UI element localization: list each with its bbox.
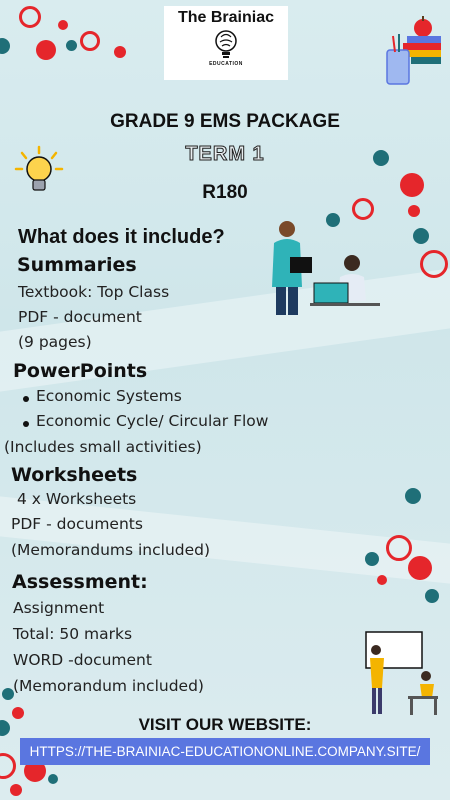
- worksheets-line: 4 x Worksheets: [17, 490, 137, 508]
- decor-dot: [326, 213, 340, 227]
- powerpoints-bullet: Economic Cycle/ Circular Flow: [36, 412, 269, 430]
- bullet-dot: [23, 396, 29, 402]
- visit-website-heading: VISIT OUR WEBSITE:: [138, 715, 312, 734]
- brain-bulb-logo-icon: [215, 30, 237, 58]
- summaries-line: Textbook: Top Class: [18, 283, 170, 301]
- summaries-line: (9 pages): [18, 333, 92, 351]
- website-link[interactable]: HTTPS://THE-BRAINIAC-EDUCATIONONLINE.COM…: [20, 738, 430, 765]
- decor-ring: [420, 250, 448, 278]
- classroom-illustration: [365, 631, 438, 715]
- decor-ring: [0, 753, 16, 779]
- worksheets-line: (Memorandums included): [11, 541, 211, 559]
- decor-dot: [400, 173, 424, 197]
- decor-dot: [0, 38, 10, 54]
- assessment-line: (Memorandum included): [13, 677, 204, 695]
- price: R180: [202, 182, 248, 203]
- term-label: TERM 1: [185, 143, 265, 166]
- decor-dot: [36, 40, 56, 60]
- decor-dot: [12, 707, 24, 719]
- lightbulb-icon: [14, 145, 64, 191]
- decor-dot: [408, 556, 432, 580]
- package-title: GRADE 9 EMS PACKAGE: [110, 111, 340, 132]
- logo-box: The Brainiac EDUCATION: [164, 6, 288, 80]
- worksheets-line: PDF - documents: [11, 515, 143, 533]
- books-apple-icon: [386, 16, 441, 85]
- decor-dot: [58, 20, 68, 30]
- decor-dot: [48, 774, 58, 784]
- assessment-heading: Assessment:: [12, 571, 148, 593]
- decor-dot: [408, 205, 420, 217]
- assessment-line: WORD -document: [13, 651, 152, 669]
- decor-dot: [377, 575, 387, 585]
- decor-ring: [80, 31, 100, 51]
- decor-ring: [19, 6, 41, 28]
- powerpoints-heading: PowerPoints: [13, 360, 148, 382]
- worksheets-heading: Worksheets: [11, 464, 138, 486]
- summaries-heading: Summaries: [17, 254, 137, 276]
- decor-dot: [0, 720, 10, 736]
- powerpoints-note: (Includes small activities): [4, 438, 202, 456]
- assessment-line: Assignment: [13, 599, 105, 617]
- assessment-line: Total: 50 marks: [13, 625, 133, 643]
- decor-dot: [24, 760, 46, 782]
- teacher-student-illustration: [272, 221, 380, 315]
- decor-ring: [386, 535, 412, 561]
- logo-title: The Brainiac: [177, 9, 275, 26]
- decor-dot: [66, 40, 77, 51]
- include-question: What does it include?: [18, 226, 225, 248]
- decor-dot: [413, 228, 429, 244]
- decor-dot: [405, 488, 421, 504]
- decor-ring: [352, 198, 374, 220]
- decor-dot: [2, 688, 14, 700]
- decor-dot: [365, 552, 379, 566]
- decor-dot: [114, 46, 126, 58]
- bullet-dot: [23, 421, 29, 427]
- decor-dot: [10, 784, 22, 796]
- summaries-line: PDF - document: [18, 308, 142, 326]
- decor-dot: [425, 589, 439, 603]
- logo-subtitle: EDUCATION: [209, 61, 243, 67]
- decor-dot: [373, 150, 389, 166]
- powerpoints-bullet: Economic Systems: [36, 387, 182, 405]
